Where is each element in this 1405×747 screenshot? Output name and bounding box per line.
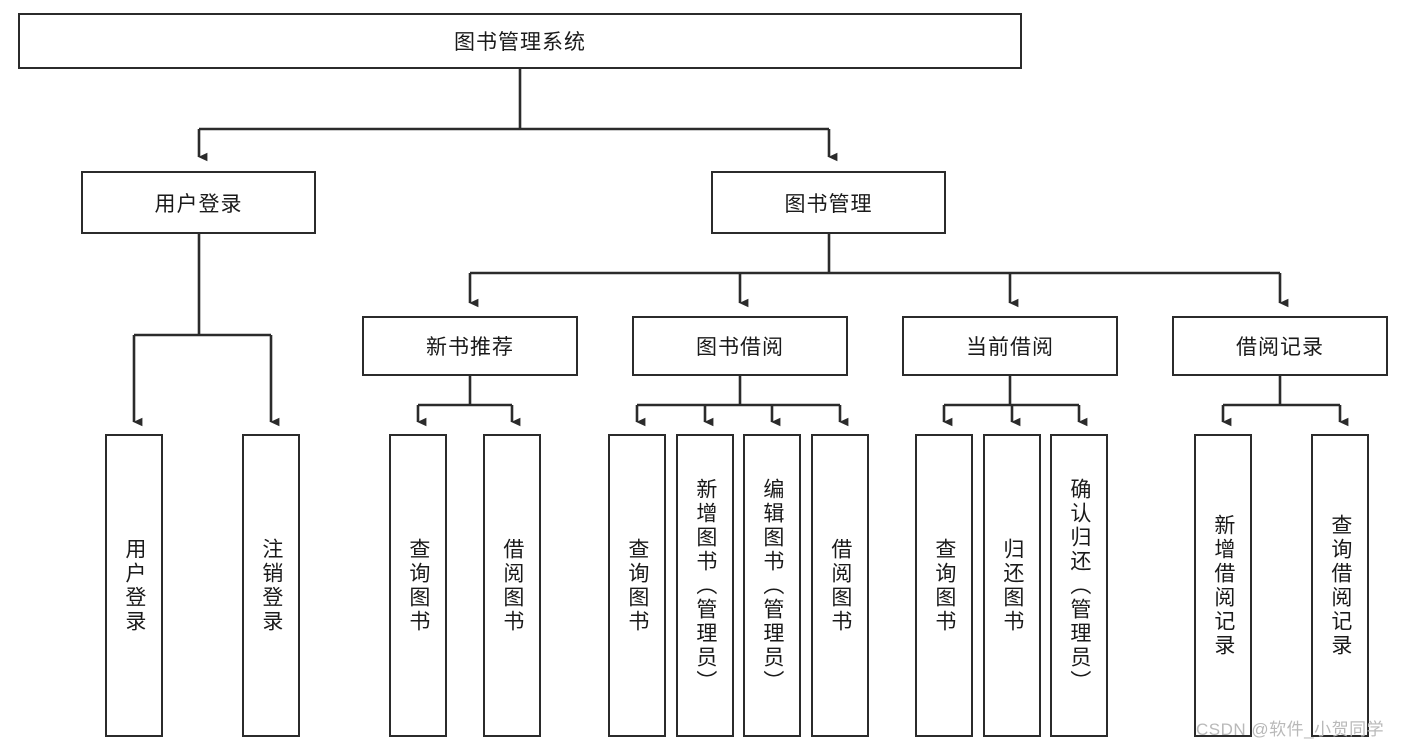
watermark: CSDN @软件_小贺同学 — [1196, 720, 1385, 739]
leaf-borrow-add-book[interactable]: 新增图书（管理员） — [676, 434, 734, 737]
node-book-management[interactable]: 图书管理 — [711, 171, 946, 234]
leaf-borrow-edit-book-label: 编辑图书（管理员） — [760, 477, 784, 694]
leaf-current-confirm-return[interactable]: 确认归还（管理员） — [1050, 434, 1108, 737]
leaf-record-query-record[interactable]: 查询借阅记录 — [1311, 434, 1369, 737]
leaf-record-query-record-label: 查询借阅记录 — [1328, 513, 1352, 658]
leaf-recommend-query-book[interactable]: 查询图书 — [389, 434, 447, 737]
leaf-record-add-record-label: 新增借阅记录 — [1211, 513, 1235, 658]
node-borrow-record[interactable]: 借阅记录 — [1172, 316, 1388, 376]
leaf-borrow-query-book-label: 查询图书 — [625, 537, 649, 634]
node-new-book-recommend-label: 新书推荐 — [426, 336, 514, 359]
node-user-login[interactable]: 用户登录 — [81, 171, 316, 234]
leaf-recommend-query-book-label: 查询图书 — [406, 537, 430, 634]
node-book-borrow-label: 图书借阅 — [696, 336, 784, 359]
leaf-current-confirm-return-label: 确认归还（管理员） — [1067, 477, 1091, 694]
leaf-recommend-borrow-book-label: 借阅图书 — [500, 537, 524, 634]
leaf-current-query-book[interactable]: 查询图书 — [915, 434, 973, 737]
leaf-user-login-logout[interactable]: 注销登录 — [242, 434, 300, 737]
leaf-user-login-logout-label: 注销登录 — [259, 537, 283, 634]
leaf-borrow-borrow-book[interactable]: 借阅图书 — [811, 434, 869, 737]
leaf-recommend-borrow-book[interactable]: 借阅图书 — [483, 434, 541, 737]
leaf-record-add-record[interactable]: 新增借阅记录 — [1194, 434, 1252, 737]
node-new-book-recommend[interactable]: 新书推荐 — [362, 316, 578, 376]
leaf-borrow-query-book[interactable]: 查询图书 — [608, 434, 666, 737]
node-root-label: 图书管理系统 — [454, 31, 586, 54]
leaf-current-query-book-label: 查询图书 — [932, 537, 956, 634]
node-book-borrow[interactable]: 图书借阅 — [632, 316, 848, 376]
node-borrow-record-label: 借阅记录 — [1236, 336, 1324, 359]
leaf-borrow-borrow-book-label: 借阅图书 — [828, 537, 852, 634]
leaf-current-return-book[interactable]: 归还图书 — [983, 434, 1041, 737]
node-root[interactable]: 图书管理系统 — [18, 13, 1022, 69]
node-user-login-label: 用户登录 — [154, 192, 243, 216]
leaf-current-return-book-label: 归还图书 — [1000, 537, 1024, 634]
node-book-management-label: 图书管理 — [784, 192, 873, 216]
node-current-borrow[interactable]: 当前借阅 — [902, 316, 1118, 376]
leaf-user-login-login-label: 用户登录 — [122, 537, 146, 634]
leaf-user-login-login[interactable]: 用户登录 — [105, 434, 163, 737]
leaf-borrow-add-book-label: 新增图书（管理员） — [693, 477, 717, 694]
node-current-borrow-label: 当前借阅 — [966, 336, 1054, 359]
leaf-borrow-edit-book[interactable]: 编辑图书（管理员） — [743, 434, 801, 737]
